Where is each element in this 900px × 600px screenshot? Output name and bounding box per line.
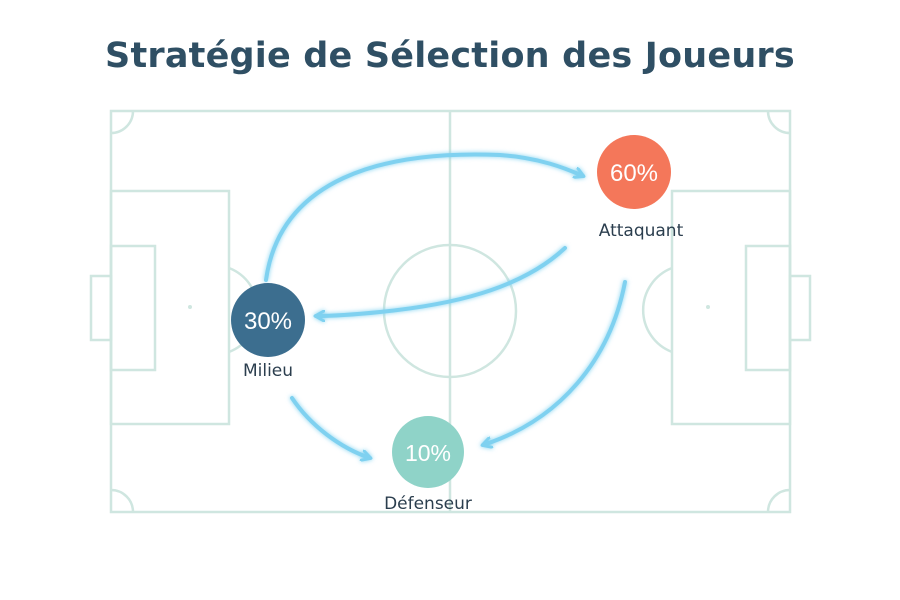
- milieu-value: 30%: [244, 308, 292, 335]
- arrow-attaquant-to-milieu: [316, 246, 567, 316]
- right-goal: [788, 274, 812, 342]
- attaquant-value: 60%: [610, 160, 658, 187]
- milieu-node: 30% Milieu: [231, 283, 305, 381]
- corner-arc-top-right: [766, 110, 791, 135]
- corner-arc-bottom-left: [110, 488, 135, 513]
- attaquant-label: Attaquant: [599, 221, 684, 241]
- arrow-attaquant-to-defenseur: [483, 280, 627, 445]
- corner-arc-top-left: [110, 110, 135, 135]
- left-goal-area: [109, 244, 157, 372]
- left-goal: [89, 274, 113, 342]
- milieu-circle: [231, 283, 305, 357]
- page-title: Stratégie de Sélection des Joueurs: [105, 36, 795, 76]
- milieu-label: Milieu: [243, 361, 293, 381]
- defenseur-circle: [392, 416, 464, 488]
- right-penalty-spot: [706, 305, 710, 309]
- defenseur-label: Défenseur: [384, 494, 472, 514]
- arrow-milieu-to-defenseur: [290, 396, 370, 458]
- arrow-milieu-to-attaquant: [264, 152, 583, 282]
- corner-arc-bottom-right: [766, 488, 791, 513]
- right-penalty-area: [670, 189, 792, 426]
- right-goal-area: [744, 244, 792, 372]
- right-penalty-arc: [641, 266, 673, 354]
- defenseur-value: 10%: [405, 440, 451, 466]
- left-penalty-spot: [188, 305, 192, 309]
- attaquant-node: 60% Attaquant: [597, 135, 684, 241]
- defenseur-node: 10% Défenseur: [384, 416, 472, 514]
- left-penalty-area: [109, 189, 231, 426]
- attaquant-circle: [597, 135, 671, 209]
